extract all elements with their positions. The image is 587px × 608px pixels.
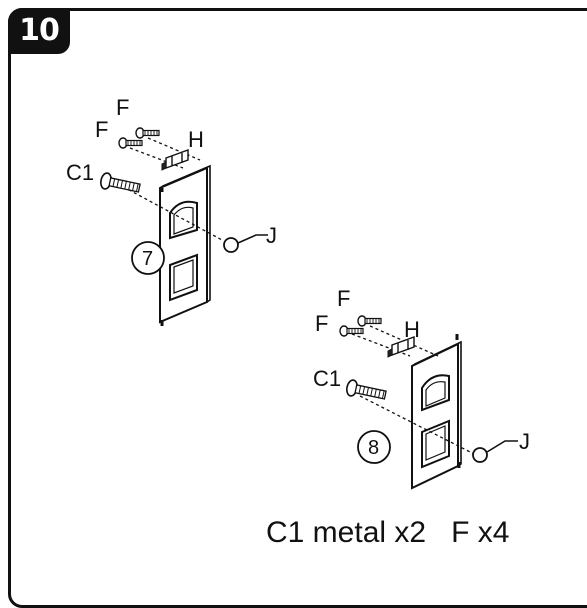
panel-number-8: 8 <box>368 437 379 459</box>
bracket-h-icon <box>162 150 188 170</box>
screw-f-icon <box>340 326 363 336</box>
screw-f-icon <box>358 316 381 326</box>
side-panel-7 <box>160 166 210 326</box>
side-panel-8 <box>412 334 461 488</box>
label-f: F <box>95 117 108 142</box>
panel-number-7: 7 <box>142 248 153 270</box>
parts-note-c1: C1 metal x2 <box>266 516 426 549</box>
dowel-j-icon <box>224 238 238 252</box>
screw-f-icon <box>136 128 159 138</box>
label-j: J <box>266 223 277 248</box>
assembly-illustration: F F H C1 7 J F F H C1 8 J <box>0 0 587 579</box>
assembly-1: F F H C1 7 J <box>66 95 277 326</box>
assembly-2: F F H C1 8 J <box>313 286 530 488</box>
label-f: F <box>337 286 350 311</box>
parts-note-f: F x4 <box>451 516 509 549</box>
label-c1: C1 <box>313 366 341 391</box>
parts-note: C1 metal x2 F x4 <box>266 516 509 550</box>
label-h: H <box>404 317 420 342</box>
dowel-j-icon <box>473 448 487 462</box>
label-j: J <box>519 429 530 454</box>
label-f: F <box>315 311 328 336</box>
label-f: F <box>116 95 129 120</box>
label-h: H <box>188 127 204 152</box>
label-c1: C1 <box>66 160 94 185</box>
screw-f-icon <box>119 138 142 148</box>
